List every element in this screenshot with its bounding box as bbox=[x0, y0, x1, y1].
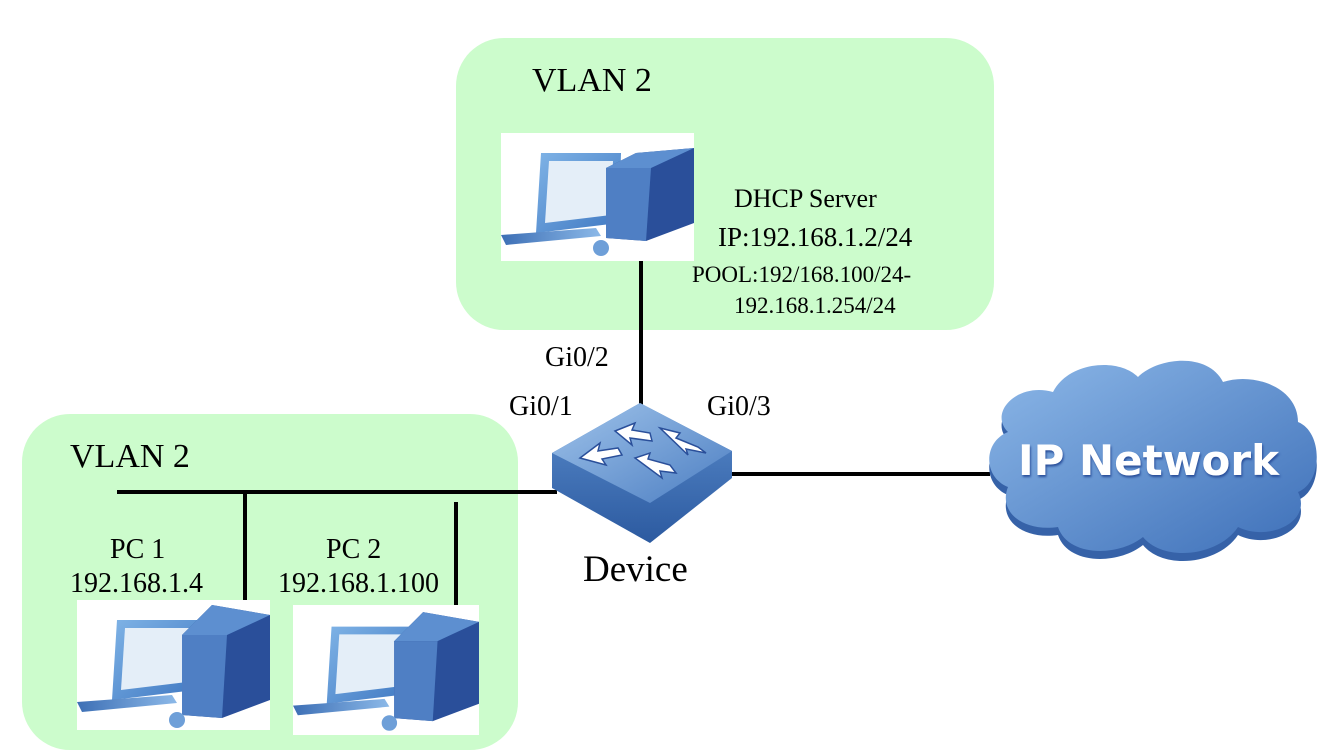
port-gi01-label: Gi0/1 bbox=[509, 391, 573, 422]
pc1-name: PC 1 bbox=[110, 534, 166, 565]
ip-network-cloud-icon[interactable]: IP Network bbox=[978, 360, 1324, 575]
port-gi03-label: Gi0/3 bbox=[707, 391, 771, 422]
server-pool-line1: POOL:192/168.100/24- bbox=[692, 262, 912, 287]
server-ip: IP:192.168.1.2/24 bbox=[718, 222, 913, 252]
ip-network-label: IP Network bbox=[1018, 436, 1280, 485]
pc1-computer-icon[interactable] bbox=[77, 600, 270, 730]
link-bus bbox=[117, 490, 557, 494]
server-vlan-label: VLAN 2 bbox=[532, 62, 652, 99]
device-name: Device bbox=[583, 549, 688, 590]
link-server-device bbox=[639, 228, 643, 408]
link-pc2-drop bbox=[454, 502, 458, 608]
pc2-ip: 192.168.1.100 bbox=[278, 568, 439, 599]
pc2-name: PC 2 bbox=[326, 534, 382, 565]
pc2-computer-icon[interactable] bbox=[293, 605, 479, 735]
client-vlan-label: VLAN 2 bbox=[70, 438, 190, 475]
switch-device-icon[interactable] bbox=[550, 403, 733, 548]
server-name: DHCP Server bbox=[734, 184, 877, 213]
link-pc1-drop bbox=[243, 490, 247, 602]
port-gi02-label: Gi0/2 bbox=[545, 342, 609, 373]
link-device-cloud bbox=[730, 472, 990, 476]
pc1-ip: 192.168.1.4 bbox=[70, 568, 203, 599]
dhcp-server-icon[interactable] bbox=[501, 133, 694, 261]
server-pool-line2: 192.168.1.254/24 bbox=[734, 293, 896, 318]
